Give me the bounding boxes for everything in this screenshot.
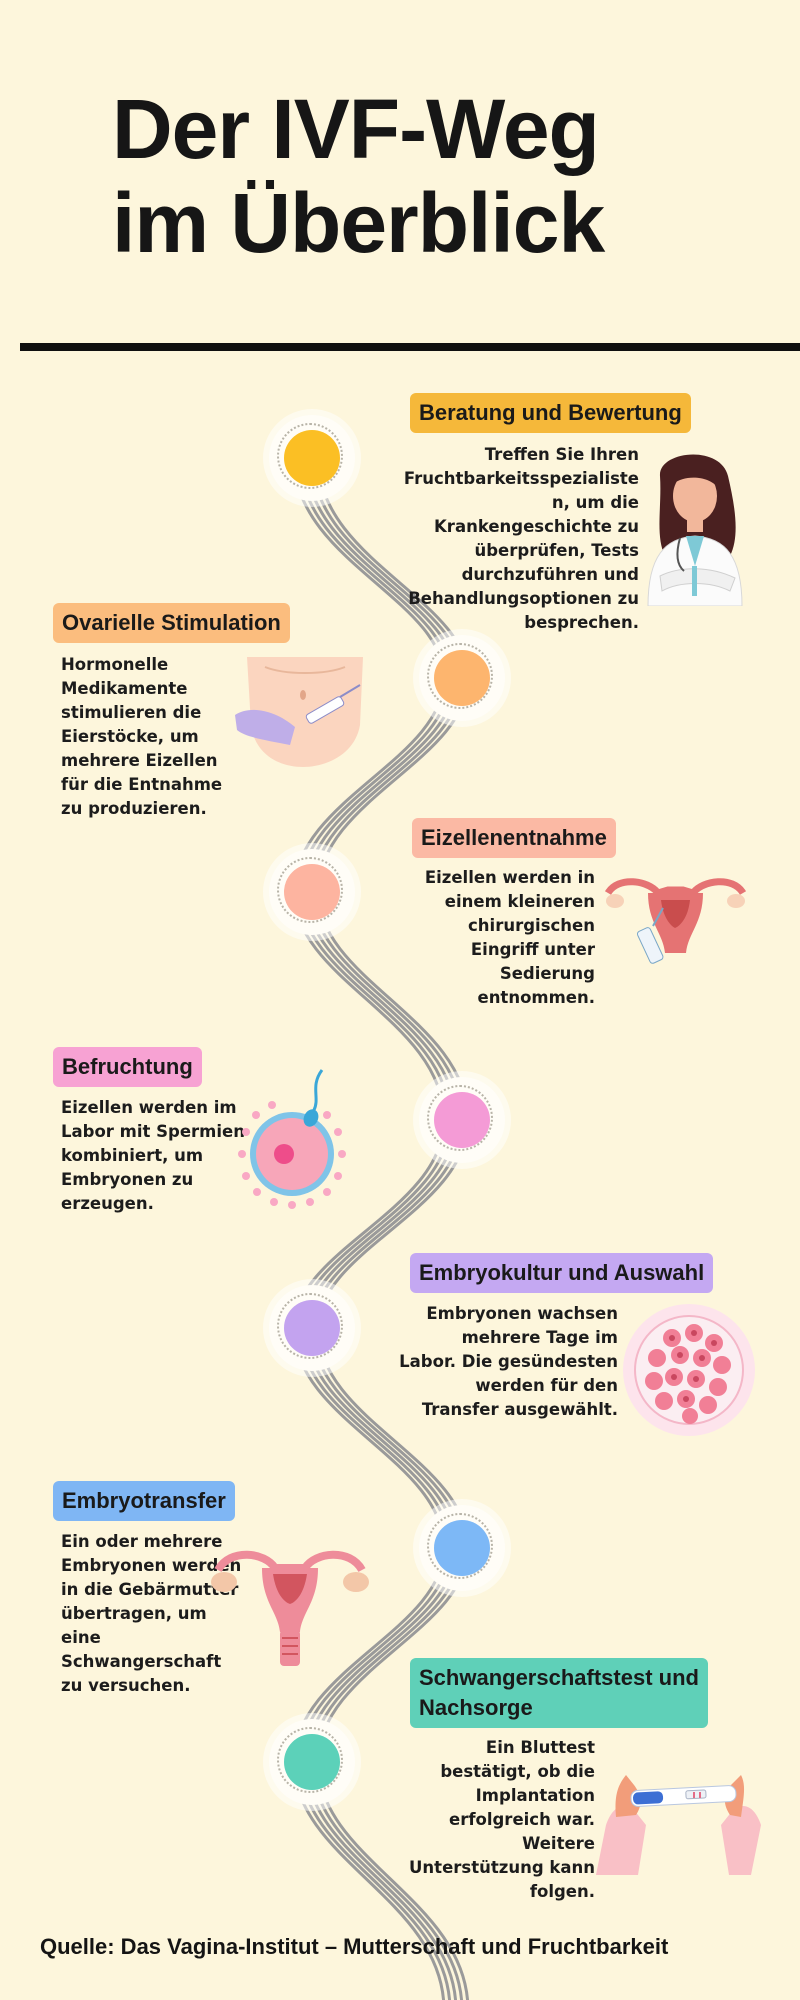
- step-title-befruchtung: Befruchtung: [53, 1047, 202, 1087]
- step-title-beratung: Beratung und Bewertung: [410, 393, 691, 433]
- step-title-embryokultur: Embryokultur und Auswahl: [410, 1253, 714, 1293]
- uterus-icon: [211, 1550, 369, 1666]
- timeline-node-1: [269, 415, 355, 501]
- timeline-node-5: [269, 1285, 355, 1371]
- step-title-embryotransfer: Embryotransfer: [53, 1481, 235, 1521]
- injection-belly-icon: [235, 657, 363, 767]
- divider: [20, 343, 800, 351]
- step-title-eizellenentnahme: Eizellenentnahme: [412, 818, 616, 858]
- timeline-node-3: [269, 849, 355, 935]
- egg-sperm-icon: [238, 1069, 346, 1209]
- page-title: Der IVF-Weg im Überblick: [112, 82, 605, 270]
- title-line-1: Der IVF-Weg: [112, 82, 600, 176]
- timeline-node-2: [419, 635, 505, 721]
- pregnancy-test-icon: [596, 1775, 761, 1875]
- doctor-icon: [647, 454, 743, 606]
- uterus-syringe-icon: [604, 878, 747, 964]
- embryo-cells-icon: [623, 1304, 755, 1436]
- timeline-node-4: [419, 1077, 505, 1163]
- timeline-node-7: [269, 1719, 355, 1805]
- step-title-stimulation: Ovarielle Stimulation: [53, 603, 290, 643]
- timeline-node-6: [419, 1505, 505, 1591]
- source-credit: Quelle: Das Vagina-Institut – Mutterscha…: [40, 1934, 669, 1959]
- title-line-2: im Überblick: [112, 176, 605, 270]
